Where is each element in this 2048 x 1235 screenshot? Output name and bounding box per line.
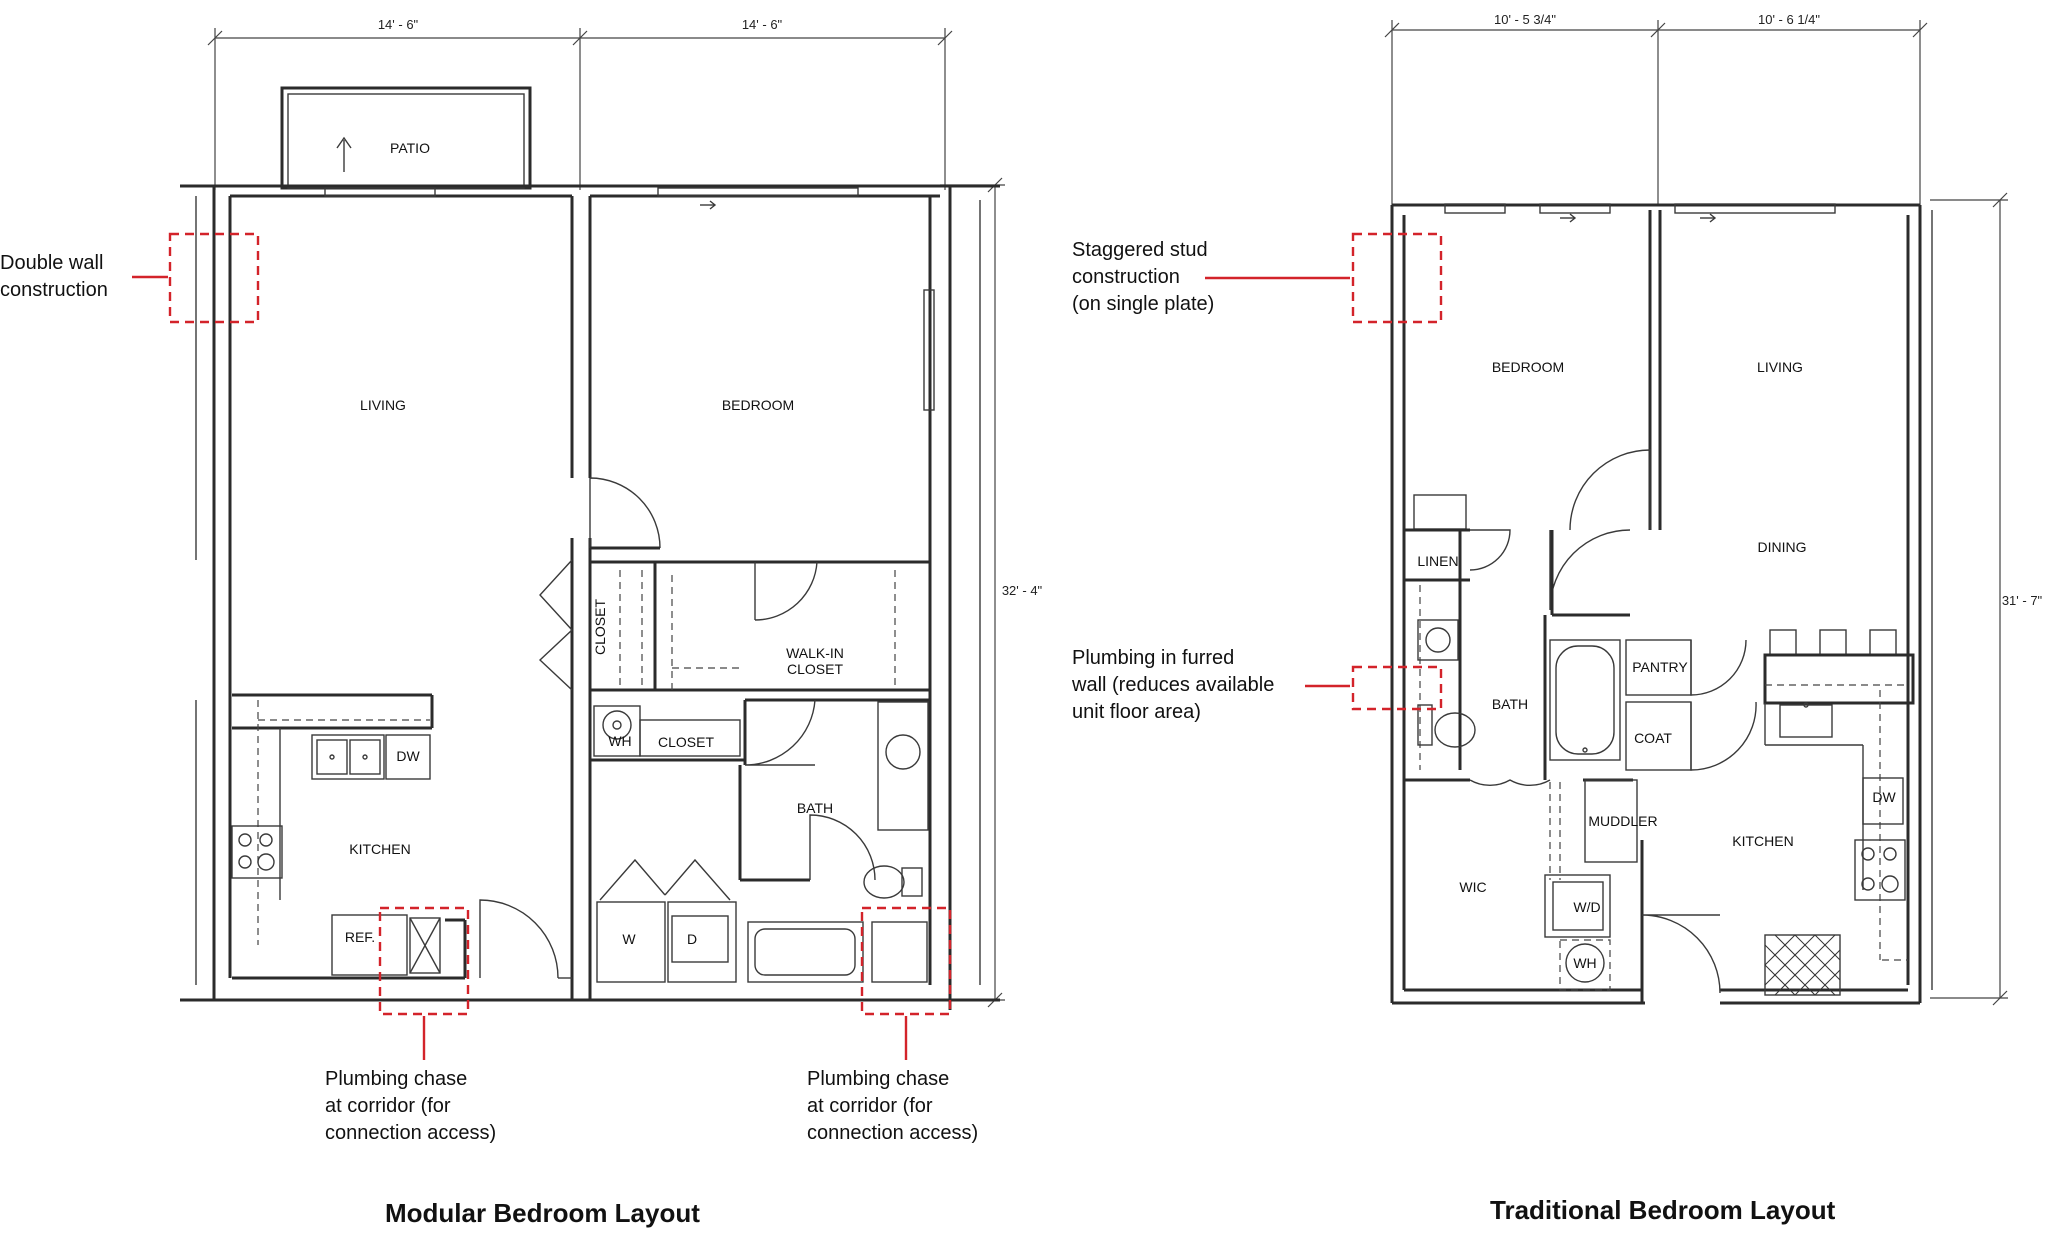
dim-trad-width-left: 10' - 5 3/4"	[1494, 12, 1556, 27]
room-trad-bath: BATH	[1492, 696, 1528, 712]
room-trad-coat: COAT	[1634, 730, 1672, 746]
appliance-refrigerator: REF.	[345, 929, 375, 945]
callout-plumbing-b-line3: connection access)	[807, 1122, 979, 1144]
modular-plan: 14' - 6" 14' - 6" 32' - 4" PATIO	[132, 17, 1043, 1060]
callout-furred-wall: Plumbing in furred wall (reduces availab…	[1072, 645, 1274, 726]
room-walkin-line1: WALK-IN	[786, 645, 844, 661]
room-closet-vertical: CLOSET	[592, 599, 608, 655]
room-trad-wh: WH	[1573, 955, 1596, 971]
room-trad-wic: WIC	[1459, 879, 1486, 895]
appliance-dishwasher: DW	[396, 748, 420, 764]
callout-box-double-wall	[168, 232, 260, 324]
callout-furred-line2: wall (reduces available	[1072, 674, 1275, 696]
callout-double-wall: Double wall construction	[0, 250, 108, 304]
callout-furred-line3: unit floor area)	[1072, 701, 1201, 723]
callout-double-wall-line1: Double wall	[0, 252, 104, 274]
callout-box-staggered	[1351, 232, 1443, 324]
room-trad-linen: LINEN	[1417, 553, 1458, 569]
room-trad-kitchen: KITCHEN	[1732, 833, 1793, 849]
callout-plumbing-b-line2: at corridor (for	[807, 1095, 933, 1117]
room-washer: W	[622, 931, 636, 947]
callout-double-wall-line2: construction	[0, 279, 108, 301]
room-kitchen: KITCHEN	[349, 841, 410, 857]
callout-staggered-line2: construction	[1072, 266, 1180, 288]
room-patio: PATIO	[390, 140, 430, 156]
room-trad-dining: DINING	[1758, 539, 1807, 555]
callout-plumbing-b-line1: Plumbing chase	[807, 1068, 950, 1090]
dim-width-right: 14' - 6"	[742, 17, 783, 32]
room-bedroom: BEDROOM	[722, 397, 794, 413]
room-bath: BATH	[797, 800, 833, 816]
traditional-layout-title: Traditional Bedroom Layout	[1490, 1195, 1836, 1225]
room-trad-wd: W/D	[1573, 899, 1600, 915]
callout-plumbing-chase-a: Plumbing chase at corridor (for connecti…	[325, 1066, 496, 1147]
callout-box-plumbing-b	[860, 906, 952, 1016]
room-walkin-line2: CLOSET	[787, 661, 843, 677]
callout-plumbing-a-line3: connection access)	[325, 1122, 497, 1144]
callout-staggered-stud: Staggered stud construction (on single p…	[1072, 237, 1214, 318]
room-closet: CLOSET	[658, 734, 714, 750]
dim-trad-depth: 31' - 7"	[2002, 593, 2043, 608]
callout-staggered-line1: Staggered stud	[1072, 239, 1208, 261]
room-wh: WH	[608, 733, 631, 749]
callout-plumbing-chase-b: Plumbing chase at corridor (for connecti…	[807, 1066, 978, 1147]
callout-box-furred	[1351, 665, 1443, 711]
room-dryer: D	[687, 931, 697, 947]
room-living: LIVING	[360, 397, 406, 413]
callout-staggered-line3: (on single plate)	[1072, 293, 1215, 315]
dim-width-left: 14' - 6"	[378, 17, 419, 32]
room-trad-pantry: PANTRY	[1632, 659, 1688, 675]
modular-layout-title: Modular Bedroom Layout	[385, 1198, 700, 1228]
room-trad-bedroom: BEDROOM	[1492, 359, 1564, 375]
room-trad-muddler: MUDDLER	[1588, 813, 1657, 829]
room-trad-living: LIVING	[1757, 359, 1803, 375]
callout-box-plumbing-a	[378, 906, 470, 1016]
dim-depth: 32' - 4"	[1002, 583, 1043, 598]
callout-plumbing-a-line1: Plumbing chase	[325, 1068, 468, 1090]
callout-plumbing-a-line2: at corridor (for	[325, 1095, 451, 1117]
callout-furred-line1: Plumbing in furred	[1072, 647, 1235, 669]
traditional-plan: 10' - 5 3/4" 10' - 6 1/4" 31' - 7" BEDRO…	[1205, 12, 2043, 1006]
appliance-trad-dishwasher: DW	[1872, 789, 1896, 805]
dim-trad-width-right: 10' - 6 1/4"	[1758, 12, 1820, 27]
patio-outline	[280, 86, 532, 190]
